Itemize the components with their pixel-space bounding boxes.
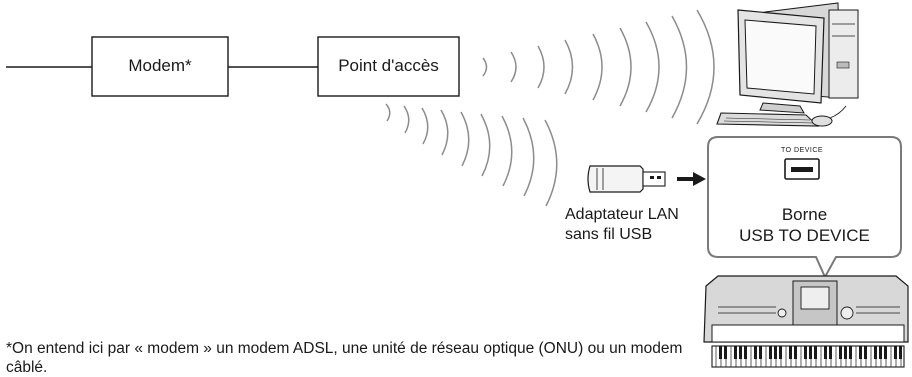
- black-keys: [719, 346, 902, 359]
- adapter-label-line1: Adaptateur LAN: [565, 206, 679, 223]
- access-point-label: Point d'accès: [338, 56, 439, 75]
- wifi-waves-to-adapter: [385, 103, 558, 207]
- port-label-line2: USB TO DEVICE: [739, 226, 870, 245]
- callout-bubble: [707, 136, 902, 280]
- port-caption: TO DEVICE: [780, 147, 824, 154]
- usb-adapter-icon: [587, 165, 666, 193]
- computer-icon: [716, 2, 859, 127]
- network-diagram: [6, 2, 909, 368]
- arrow-right-icon: [677, 172, 706, 186]
- access-point-box: [317, 36, 460, 97]
- usb-port-icon: [784, 158, 820, 180]
- footnote: *On entend ici par « modem » un modem AD…: [6, 340, 683, 376]
- wifi-waves-to-computer: [482, 9, 715, 125]
- adapter-label-line2: sans fil USB: [565, 226, 653, 243]
- port-label-line1: Borne: [781, 205, 828, 224]
- modem-label: Modem*: [128, 56, 192, 75]
- keyboard-icon: [703, 275, 909, 368]
